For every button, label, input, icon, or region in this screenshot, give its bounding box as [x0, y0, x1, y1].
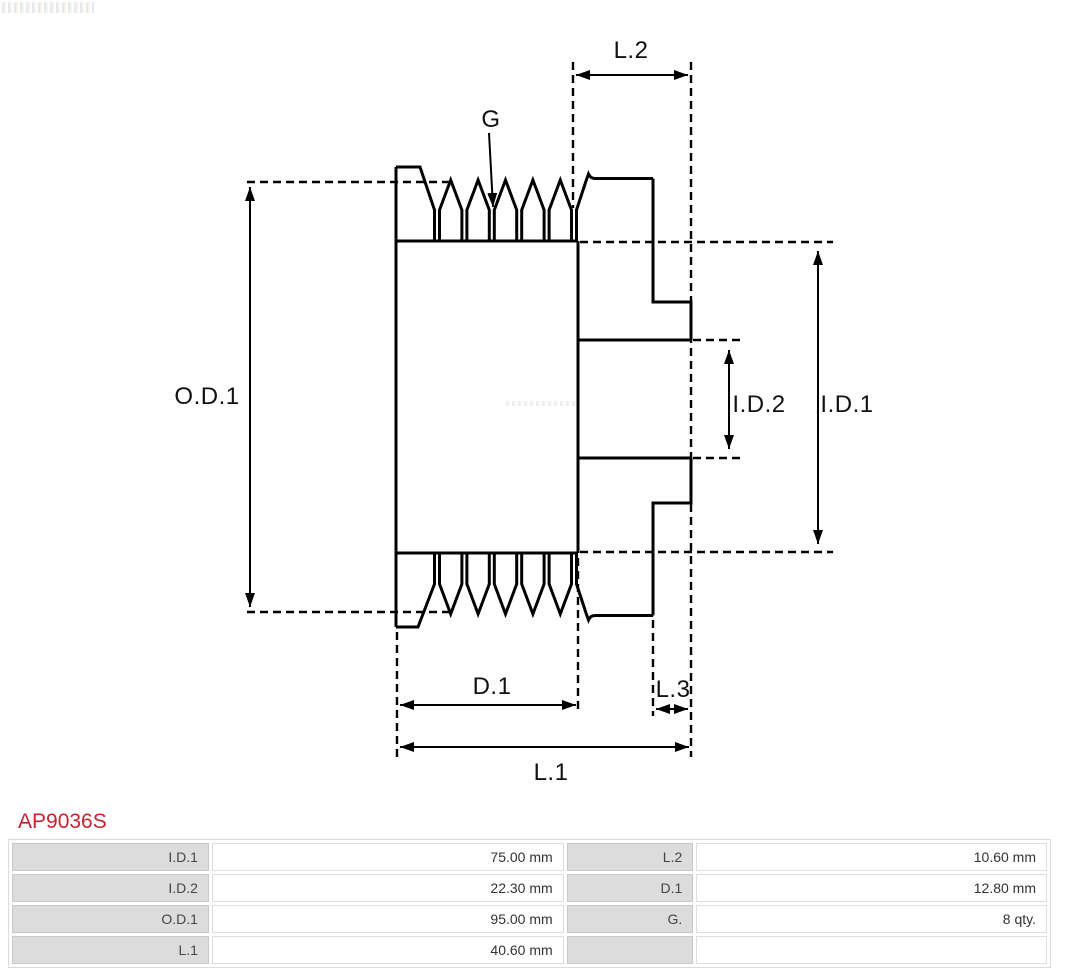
spec-value [696, 936, 1047, 964]
label-g: G [481, 106, 500, 133]
spec-label: L.2 [566, 843, 694, 871]
label-l2: L.2 [614, 37, 649, 64]
label-id2: I.D.2 [732, 391, 785, 418]
label-l3: L.3 [656, 676, 691, 703]
part-number-link[interactable]: AP9036S [18, 810, 107, 833]
spec-label [566, 936, 694, 964]
pulley-outline [394, 165, 693, 629]
watermark-center [506, 401, 576, 406]
groove-ribs-top [396, 165, 653, 241]
spec-label: L.1 [12, 936, 209, 964]
table-row: O.D.1 95.00 mm G. 8 qty. [12, 905, 1047, 933]
spec-value: 10.60 mm [696, 843, 1047, 871]
spec-label: D.1 [566, 874, 694, 902]
spec-label: I.D.1 [12, 843, 209, 871]
pulley-technical-drawing: G L.2 O.D.1 I.D.2 I.D.1 D.1 L.3 L.1 [174, 37, 873, 786]
spec-label: O.D.1 [12, 905, 209, 933]
spec-value: 22.30 mm [211, 874, 564, 902]
dimension-arrows [245, 70, 823, 752]
spec-value: 40.60 mm [211, 936, 564, 964]
g-leader-arrow [487, 132, 498, 208]
spec-value: 12.80 mm [696, 874, 1047, 902]
label-od1: O.D.1 [174, 383, 239, 410]
groove-ribs-bottom [396, 553, 653, 629]
spec-section: AP9036S I.D.1 75.00 mm L.2 10.60 mm I.D.… [8, 808, 1054, 968]
table-row: L.1 40.60 mm [12, 936, 1047, 964]
watermark-logo [2, 2, 94, 13]
label-id1: I.D.1 [820, 391, 873, 418]
spec-value: 8 qty. [696, 905, 1047, 933]
hub-profile [578, 178, 693, 616]
label-d1: D.1 [473, 673, 512, 700]
reference-lines [247, 62, 833, 757]
label-l1: L.1 [534, 759, 569, 786]
table-row: I.D.2 22.30 mm D.1 12.80 mm [12, 874, 1047, 902]
table-row: I.D.1 75.00 mm L.2 10.60 mm [12, 843, 1047, 871]
spec-label: G. [566, 905, 694, 933]
spec-value: 95.00 mm [211, 905, 564, 933]
spec-table: I.D.1 75.00 mm L.2 10.60 mm I.D.2 22.30 … [8, 839, 1051, 968]
spec-value: 75.00 mm [211, 843, 564, 871]
spec-label: I.D.2 [12, 874, 209, 902]
